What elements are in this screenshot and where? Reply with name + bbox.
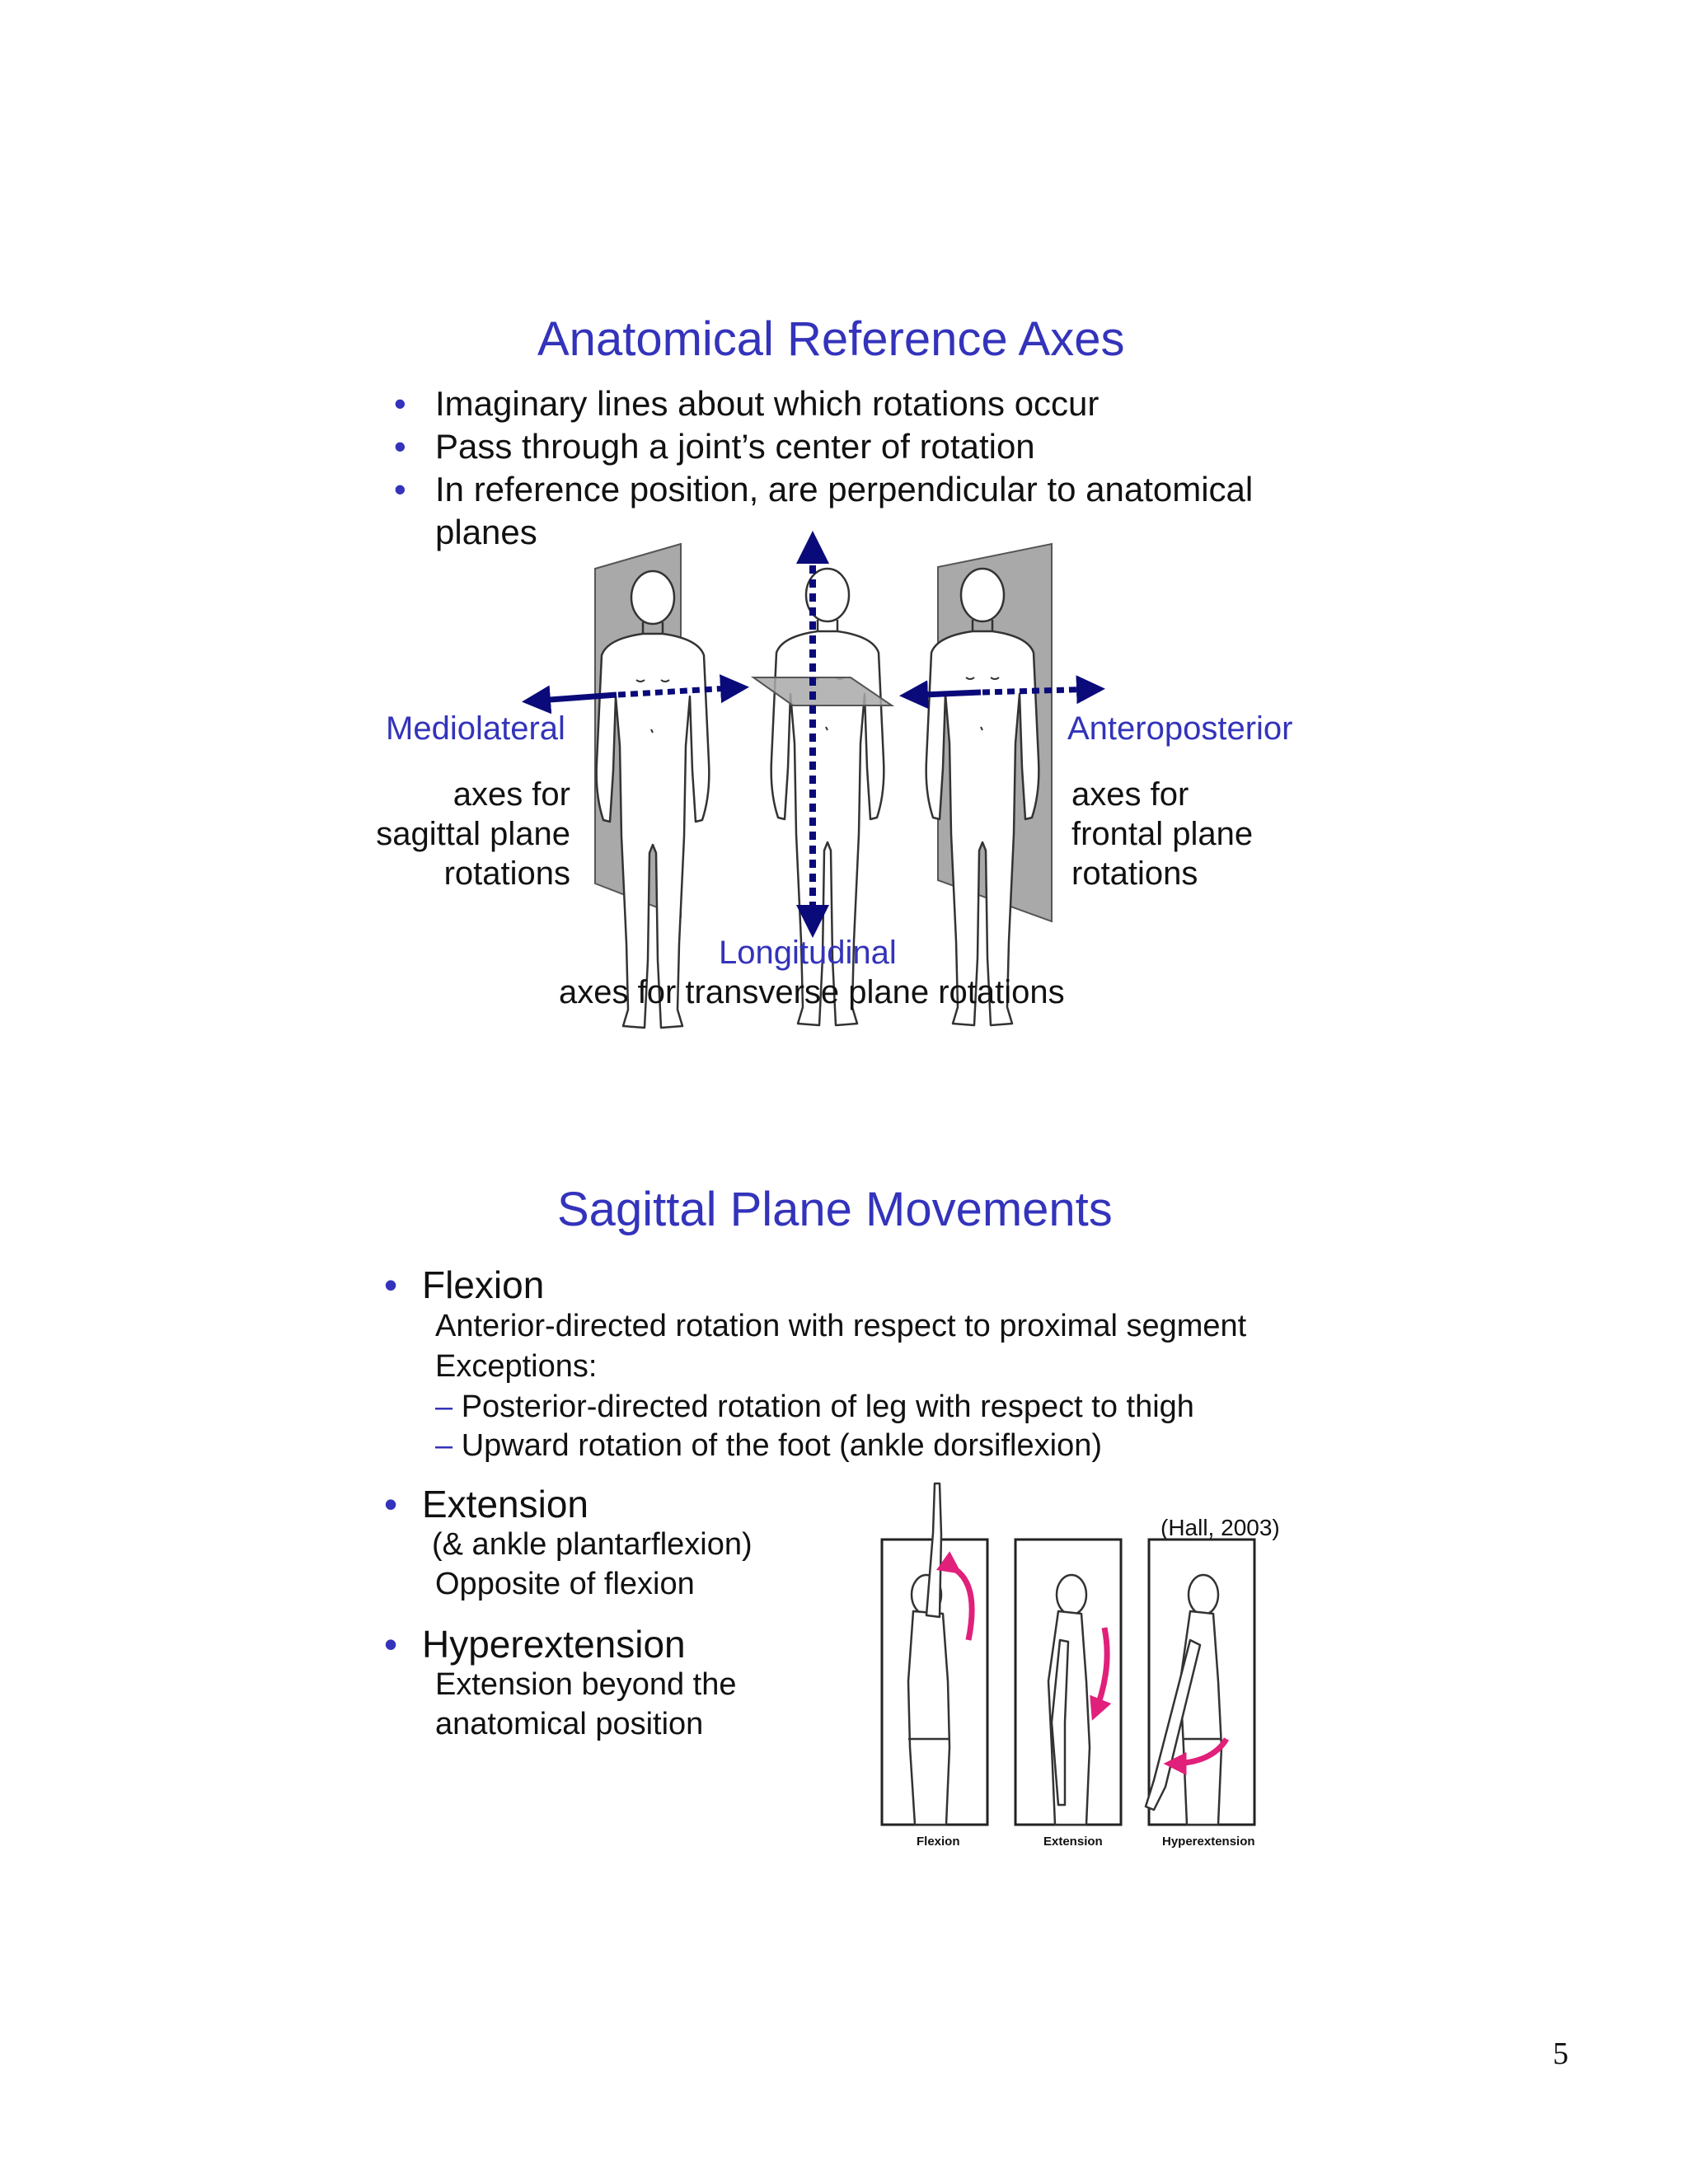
dash-icon: – <box>435 1428 453 1463</box>
page-number: 5 <box>1553 2036 1568 2071</box>
extension-line-1: (& ankle plantarflexion) <box>432 1527 753 1562</box>
mediolateral-desc-3: rotations <box>443 855 570 892</box>
slide2-title: Sagittal Plane Movements <box>557 1183 1113 1236</box>
flexion-line-2: Exceptions: <box>435 1349 598 1384</box>
anteroposterior-label: Anteroposterior <box>1067 710 1293 747</box>
citation: (Hall, 2003) <box>1160 1515 1280 1540</box>
flexion-exception-2: – Upward rotation of the foot (ankle dor… <box>435 1428 1102 1463</box>
bullet-icon: • <box>384 1263 398 1306</box>
caption-extension: Extension <box>1043 1835 1103 1849</box>
flexion-exception-1: – Posterior-directed rotation of leg wit… <box>435 1390 1194 1424</box>
bullet-icon: • <box>384 1623 398 1666</box>
anteroposterior-desc-1: axes for <box>1071 776 1189 813</box>
bullet-icon: • <box>384 1483 398 1526</box>
mediolateral-label: Mediolateral <box>386 710 565 747</box>
slide1-bullet-3-cont: planes <box>435 513 537 551</box>
dash-icon: – <box>435 1390 453 1424</box>
bullet-icon: • <box>394 470 406 509</box>
longitudinal-label: Longitudinal <box>719 935 897 971</box>
hyperextension-line-2: anatomical position <box>435 1707 704 1741</box>
hyperextension-line-1: Extension beyond the <box>435 1667 737 1702</box>
anteroposterior-desc-3: rotations <box>1071 855 1198 892</box>
caption-hyperextension: Hyperextension <box>1162 1835 1255 1849</box>
anteroposterior-desc-2: frontal plane <box>1071 816 1254 852</box>
slide1-title: Anatomical Reference Axes <box>537 312 1125 366</box>
mediolateral-desc-2: sagittal plane <box>376 816 570 852</box>
caption-flexion: Flexion <box>917 1835 960 1849</box>
flexion-line-1: Anterior-directed rotation with respect … <box>435 1309 1247 1343</box>
bullet-icon: • <box>394 427 406 466</box>
mediolateral-desc-1: axes for <box>452 776 570 813</box>
longitudinal-desc: axes for transverse plane rotations <box>559 974 1065 1010</box>
bullet-icon: • <box>394 384 406 423</box>
extension-line-2: Opposite of flexion <box>435 1567 695 1601</box>
